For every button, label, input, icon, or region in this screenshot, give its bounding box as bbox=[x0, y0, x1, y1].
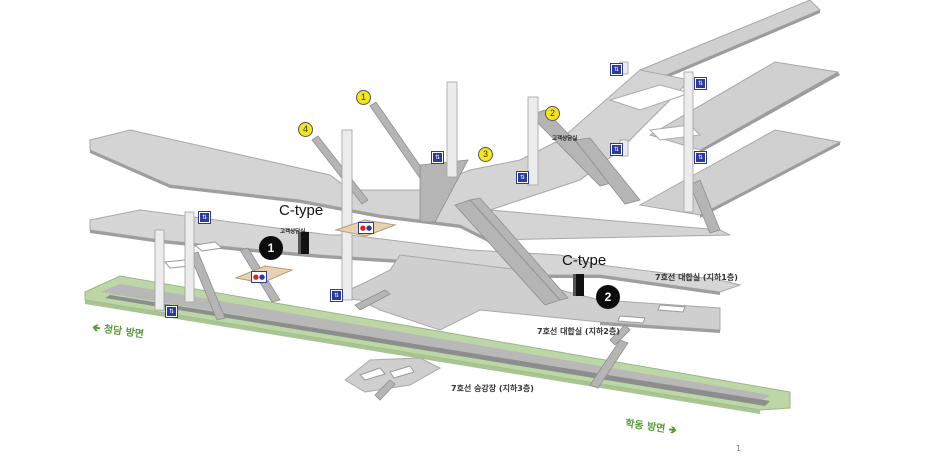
elevator-icon: ⇅ bbox=[610, 63, 623, 76]
elevator-icon: ⇅ bbox=[165, 305, 178, 318]
service-point-2-room: 고객상담실 bbox=[552, 136, 578, 142]
elevator-icon: ⇅ bbox=[694, 77, 707, 90]
arrow-left-icon: 🡸 bbox=[91, 322, 102, 335]
floor-label-b2: 7호선 대합실 (지하2층) bbox=[537, 327, 620, 336]
elevator-icon: ⇅ bbox=[516, 171, 529, 184]
service-point-1-badge[interactable]: 1 bbox=[259, 236, 283, 260]
elevator-icon: ⇅ bbox=[431, 151, 444, 164]
elevator-shafts bbox=[154, 61, 694, 311]
corridor-upper-2 bbox=[648, 61, 840, 153]
direction-left-label: 청담 방면 bbox=[102, 324, 145, 341]
corridor-upper-3 bbox=[638, 129, 842, 218]
service-point-2-type: C-type bbox=[562, 252, 607, 269]
arrow-right-icon: 🡺 bbox=[667, 424, 678, 437]
b2-concourse bbox=[329, 254, 721, 333]
kiosk-icon bbox=[573, 274, 584, 296]
elevator-icon: ⇅ bbox=[330, 289, 343, 302]
exit-4-badge[interactable]: 4 bbox=[298, 122, 313, 137]
kiosk-icon bbox=[298, 232, 309, 254]
service-point-1-room: 고객상담실 bbox=[280, 229, 306, 235]
elevator-icon: ⇅ bbox=[198, 211, 211, 224]
service-point-1-type: C-type bbox=[279, 202, 324, 219]
page-number: 1 bbox=[736, 444, 742, 453]
service-point-2-badge[interactable]: 2 bbox=[596, 285, 620, 309]
restroom-icon: ●● bbox=[358, 222, 374, 234]
elevator-icon: ⇅ bbox=[694, 151, 707, 164]
restroom-icon: ●● bbox=[251, 271, 267, 283]
exit-3-badge[interactable]: 3 bbox=[478, 147, 493, 162]
platform-annex bbox=[344, 357, 442, 393]
exit-1-badge[interactable]: 1 bbox=[356, 90, 371, 105]
exit-2-badge[interactable]: 2 bbox=[545, 106, 560, 121]
floor-label-b3: 7호선 승강장 (지하3층) bbox=[451, 384, 534, 393]
elevator-icon: ⇅ bbox=[610, 143, 623, 156]
direction-right-label: 학동 방면 bbox=[624, 418, 666, 435]
floor-label-b1: 7호선 대합실 (지하1층) bbox=[655, 273, 738, 282]
